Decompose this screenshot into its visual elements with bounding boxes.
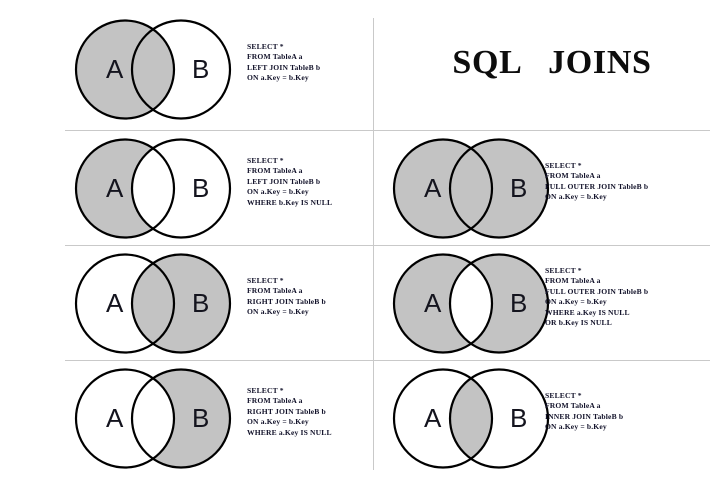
sql-caption: SELECT * FROM TableA a FULL OUTER JOIN T… [545, 266, 649, 328]
region-intersection [132, 20, 174, 119]
circle-b-outline [130, 368, 232, 469]
venn-right-join: A B [74, 253, 232, 354]
label-b: B [192, 54, 209, 84]
label-a: A [106, 288, 124, 318]
cell-full-outer-join: A B SELECT * FROM TableA a FULL OUTER JO… [378, 131, 726, 246]
venn-inner-join: A B [392, 368, 550, 469]
region-intersection-cleared [450, 254, 492, 353]
divider-row-1 [65, 130, 710, 131]
label-b: B [510, 403, 527, 433]
label-a: A [106, 403, 124, 433]
sql-caption: SELECT * FROM TableA a LEFT JOIN TableB … [247, 156, 333, 207]
circle-b-outline [448, 368, 550, 469]
sql-caption: SELECT * FROM TableA a LEFT JOIN TableB … [247, 42, 321, 83]
sql-caption: SELECT * FROM TableA a FULL OUTER JOIN T… [545, 161, 649, 202]
circle-a-outline [74, 368, 176, 469]
label-b: B [510, 288, 527, 318]
region-intersection [132, 254, 174, 353]
circle-b-outline [130, 19, 232, 120]
circle-a-outline [74, 138, 176, 239]
label-a: A [424, 173, 442, 203]
label-b: B [192, 173, 209, 203]
label-b: B [192, 288, 209, 318]
circle-b-outline [448, 253, 550, 354]
label-b: B [510, 173, 527, 203]
divider-row-3 [65, 360, 710, 361]
sql-caption: SELECT * FROM TableA a INNER JOIN TableB… [545, 391, 624, 432]
label-a: A [424, 288, 442, 318]
cell-full-outer-join-excluding: A B SELECT * FROM TableA a FULL OUTER JO… [378, 246, 726, 361]
circle-b-outline [130, 138, 232, 239]
label-b: B [192, 403, 209, 433]
venn-right-join-excluding: A B [68, 365, 238, 472]
region-intersection [450, 369, 492, 468]
venn-left-join: A B [74, 19, 232, 120]
cell-left-join-excluding: A B SELECT * FROM TableA a LEFT JOIN Tab… [60, 131, 413, 246]
label-a: A [106, 54, 124, 84]
circle-a-outline [392, 368, 494, 469]
region-b-only [68, 365, 238, 472]
venn-full-outer-join-excluding: A B [392, 253, 550, 354]
label-a: A [106, 173, 124, 203]
page-title: SQL JOINS [452, 44, 652, 81]
venn-full-outer-join: A B [392, 138, 550, 239]
venn-left-join-excluding: A B [68, 135, 238, 242]
circle-b-outline [448, 138, 550, 239]
cell-right-join-excluding: A B SELECT * FROM TableA a RIGHT JOIN Ta… [60, 361, 413, 476]
region-a-only [68, 135, 238, 242]
label-a: A [424, 403, 442, 433]
circle-a-outline [74, 19, 176, 120]
sql-caption: SELECT * FROM TableA a RIGHT JOIN TableB… [247, 386, 332, 437]
circle-b-outline [130, 253, 232, 354]
circle-a-outline [392, 138, 494, 239]
sql-caption: SELECT * FROM TableA a RIGHT JOIN TableB… [247, 276, 326, 317]
cell-inner-join: A B SELECT * FROM TableA a INNER JOIN Ta… [378, 361, 726, 476]
divider-column [373, 18, 374, 470]
circle-a-outline [392, 253, 494, 354]
cell-right-join: A B SELECT * FROM TableA a RIGHT JOIN Ta… [60, 246, 413, 361]
divider-row-2 [65, 245, 710, 246]
region-b [450, 139, 548, 238]
cell-left-join: A B SELECT * FROM TableA a LEFT JOIN Tab… [60, 12, 413, 127]
circle-a-outline [74, 253, 176, 354]
